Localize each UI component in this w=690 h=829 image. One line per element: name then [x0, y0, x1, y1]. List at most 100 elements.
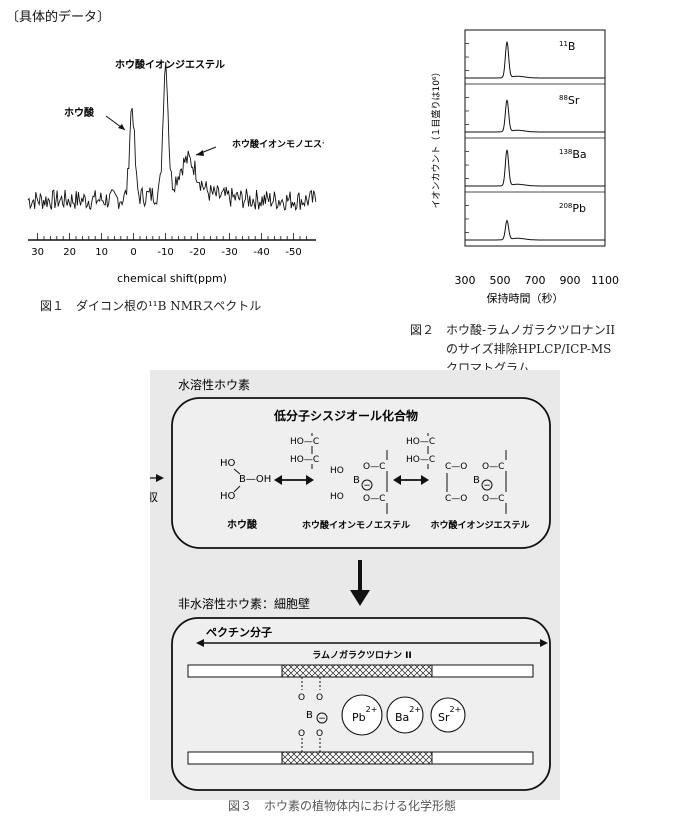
charge-minus-2: −: [483, 481, 491, 491]
figure2-caption-line2: のサイズ排除HPLCP/ICP-MS: [446, 342, 612, 356]
rg2-segment-bottom: [281, 751, 433, 765]
chem-ho-c-3: HO—C: [406, 437, 435, 447]
series-88Sr-trace: [465, 99, 605, 133]
water-soluble-panel: [171, 397, 551, 549]
series-11B-label: 11B: [559, 40, 575, 53]
charge-circle-2: [481, 479, 493, 491]
nmr-tick-label: 10: [95, 247, 108, 258]
nmr-trace: [27, 61, 317, 212]
charge-minus-1: −: [363, 481, 371, 491]
charge-minus-3: −: [318, 714, 326, 724]
equilibrium-arrow-1-left-head: [274, 475, 282, 485]
chem-ho-4: HO: [330, 492, 344, 502]
chem-b-oh: B—OH: [239, 474, 271, 485]
series-138Ba-label: 138Ba: [559, 148, 587, 161]
chromatogram-x-label: 保持時間（秒）: [487, 291, 564, 305]
chem-o-1: O: [298, 693, 305, 703]
arrow-head-boric-acid: [118, 124, 125, 130]
nmr-tick-label: -10: [157, 247, 173, 258]
ion-ba-charge: 2+: [409, 705, 421, 714]
chem-c-o-1: C—O: [445, 462, 467, 472]
chem-ho-2: HO: [220, 491, 236, 502]
pectin-label: ペクチン分子: [206, 625, 272, 639]
nmr-tick-label: 30: [31, 247, 44, 258]
equilibrium-arrow-1-right-head: [306, 475, 314, 485]
chem-ho-c-1: HO—C: [290, 437, 319, 447]
ion-pb-charge: 2+: [366, 705, 378, 714]
ion-ba-symbol: Ba: [395, 711, 409, 724]
arrow-head-monoester: [196, 150, 204, 156]
down-arrow-head: [350, 590, 370, 606]
series-138Ba-trace: [465, 149, 605, 187]
chem-ho-c-2: HO—C: [290, 455, 319, 465]
chromatogram-tick-label: 300: [455, 274, 476, 287]
chem-o-c-4: O—C: [482, 494, 504, 504]
diester-label: ホウ酸イオンジエステル: [430, 519, 529, 531]
annot-diester: ホウ酸イオンジエステル: [115, 58, 225, 71]
chem-b-3: B: [306, 710, 313, 721]
series-11B-trace: [465, 41, 605, 79]
chem-b-2: B: [473, 475, 480, 486]
chromatogram-tick-label: 700: [525, 274, 546, 287]
chromatogram-tick-label: 900: [560, 274, 581, 287]
nmr-tick-label: -20: [189, 247, 205, 258]
chromatogram-tick-label: 1100: [591, 274, 619, 287]
series-88Sr-mass: 88: [559, 94, 568, 102]
nmr-tick-label: -50: [285, 247, 301, 258]
nmr-ticks-group: 30 20 10 0 -10 -20 -30 -40 -50: [31, 233, 307, 258]
series-11B-mass: 11: [559, 40, 568, 48]
ion-ba-label: Ba2+: [395, 705, 421, 724]
equilibrium-arrow-2-left-head: [393, 475, 401, 485]
chromatogram-ticks-group: 300 500 700 900 1100: [455, 274, 620, 287]
monoester-label: ホウ酸イオンモノエステル: [302, 519, 410, 531]
figure2-chromatogram-chart: 11B 88Sr 138Ba 208Pb 300 500 700 900 1100 イオンカウ…: [430, 29, 620, 305]
ion-sr-circle: [430, 697, 466, 733]
chem-o-c-1: O—C: [363, 462, 385, 472]
chem-o-4: O: [316, 729, 323, 739]
section-heading: 〔具体的データ〕: [6, 10, 111, 25]
low-mw-label: 低分子シスジオール化合物: [273, 408, 418, 423]
series-138Ba-element: Ba: [572, 148, 586, 161]
bond-1: [233, 468, 241, 475]
chem-o-3: O: [298, 729, 305, 739]
water-soluble-label: 水溶性ホウ素: [178, 377, 250, 392]
equilibrium-arrow-2-right-head: [421, 475, 429, 485]
pectin-arrow-right-head: [540, 639, 548, 647]
nmr-tick-label: 0: [130, 247, 136, 258]
ion-pb-circle: [341, 694, 383, 736]
nmr-tick-label: -30: [221, 247, 237, 258]
chromatogram-tick-label: 500: [490, 274, 511, 287]
chem-b-1: B: [353, 475, 360, 486]
ion-ba-circle: [386, 696, 424, 734]
series-138Ba-mass: 138: [559, 148, 572, 156]
series-88Sr-label: 88Sr: [559, 94, 580, 107]
chem-ho-1: HO: [220, 458, 236, 469]
ion-pb-symbol: Pb: [352, 711, 366, 724]
rg2-segment-top: [281, 664, 433, 678]
nmr-tick-label: 20: [63, 247, 76, 258]
series-208Pb-label: 208Pb: [559, 202, 586, 215]
series-208Pb-trace: [465, 219, 605, 241]
series-208Pb-mass: 208: [559, 202, 572, 210]
nmr-trace-group: [27, 61, 317, 212]
ion-pb-label: Pb2+: [352, 705, 377, 724]
ion-sr-charge: 2+: [450, 705, 462, 714]
chem-o-c-3: O—C: [482, 462, 504, 472]
absorption-arrow-head: [156, 474, 164, 482]
bond-2: [233, 485, 241, 493]
rg2-label: ラムノガラクツロナン II: [312, 649, 412, 661]
annot-boric-acid: ホウ酸: [64, 106, 95, 119]
chromatogram-y-label: イオンカウント（１目盛りは10⁶）: [430, 67, 442, 208]
series-11B-element: B: [568, 40, 576, 53]
chem-ho-c-4: HO—C: [406, 455, 435, 465]
chem-c-o-2: C—O: [445, 494, 467, 504]
charge-circle-3: [316, 712, 328, 724]
ion-sr-label: Sr2+: [438, 705, 461, 724]
chem-ho-3: HO: [330, 466, 344, 476]
series-208Pb-element: Pb: [572, 202, 586, 215]
nmr-tick-label: -40: [253, 247, 269, 258]
chem-o-c-2: O—C: [363, 494, 385, 504]
metal-ions-group: Pb2+Ba2+Sr2+: [341, 694, 466, 736]
annot-monoester: ホウ酸イオンモノエステル: [232, 138, 324, 150]
